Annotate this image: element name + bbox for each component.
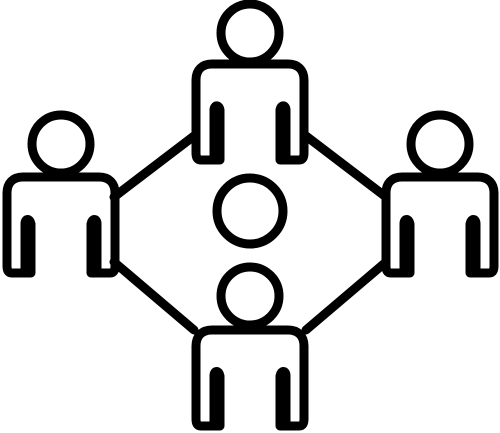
person-left-icon [2,110,120,278]
person-right-icon [381,110,499,278]
stock-id-text: 1842658496 [14,342,15,408]
center-node-icon [212,173,288,249]
person-top-icon [191,0,309,165]
network-connections [109,131,391,335]
person-bottom-icon [191,262,309,431]
stock-id-watermark: 1842658496 [1,316,15,408]
